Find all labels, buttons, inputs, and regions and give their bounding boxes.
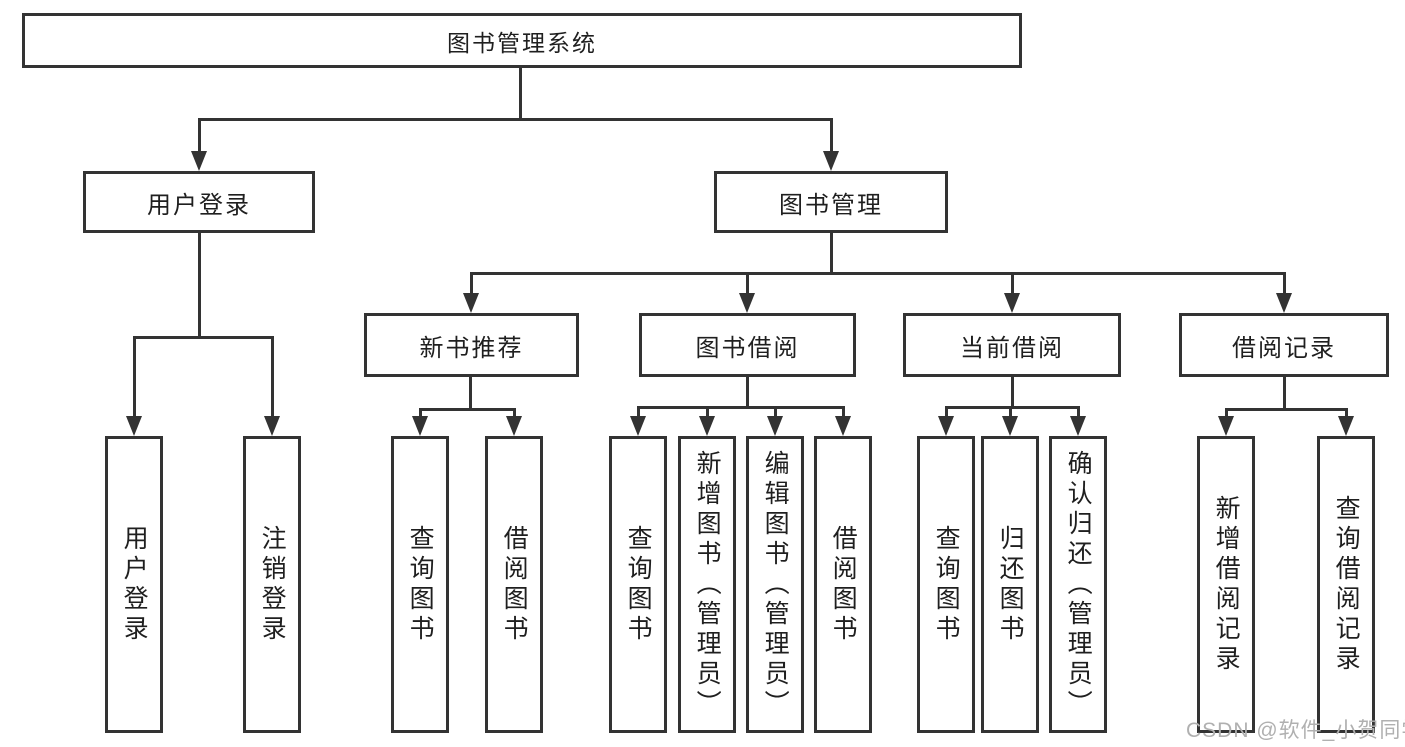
arrow-down-icon bbox=[264, 416, 280, 436]
node-label: 借阅图书 bbox=[829, 524, 858, 645]
node-label: 借阅图书 bbox=[500, 524, 529, 645]
connector-current-borrow-stem bbox=[1011, 377, 1014, 406]
arrow-down-icon bbox=[1004, 293, 1020, 313]
node-label: 注销登录 bbox=[258, 524, 287, 645]
node-label: 用户登录 bbox=[120, 524, 149, 645]
connector-borrow-record-split bbox=[1225, 408, 1348, 411]
connector-book-borrow-stem bbox=[746, 377, 749, 406]
connector-to-current-borrow bbox=[1011, 272, 1014, 296]
csdn-watermark: CSDN @软件_小贺同学 bbox=[1186, 719, 1405, 742]
node-label: 查询图书 bbox=[624, 524, 653, 645]
node-label: 用户登录 bbox=[147, 191, 251, 219]
leaf-logout: 注销登录 bbox=[243, 436, 301, 733]
arrow-down-icon bbox=[835, 416, 851, 436]
connector-new-book-stem bbox=[469, 377, 472, 408]
connector-to-leaf bbox=[706, 406, 709, 418]
connector-root-stem bbox=[519, 68, 522, 118]
connector-to-leaf bbox=[271, 336, 274, 418]
arrow-down-icon bbox=[126, 416, 142, 436]
arrow-down-icon bbox=[1276, 293, 1292, 313]
leaf-add-borrow-record: 新增借阅记录 bbox=[1197, 436, 1255, 733]
leaf-query-books-current: 查询图书 bbox=[917, 436, 975, 733]
arrow-down-icon bbox=[506, 416, 522, 436]
arrow-down-icon bbox=[1070, 416, 1086, 436]
connector-to-leaf bbox=[842, 406, 845, 418]
connector-book-management-split bbox=[470, 272, 1286, 275]
arrow-down-icon bbox=[412, 416, 428, 436]
arrow-down-icon bbox=[767, 416, 783, 436]
leaf-borrow-books-recommend: 借阅图书 bbox=[485, 436, 543, 733]
node-label: 当前借阅 bbox=[960, 334, 1064, 362]
node-user-login: 用户登录 bbox=[83, 171, 315, 233]
node-label: 新增借阅记录 bbox=[1212, 494, 1241, 675]
connector-book-borrow-split bbox=[637, 406, 845, 409]
connector-to-book-borrow bbox=[746, 272, 749, 296]
arrow-down-icon bbox=[823, 151, 839, 171]
connector-root-split bbox=[198, 118, 833, 121]
leaf-query-books-borrow: 查询图书 bbox=[609, 436, 667, 733]
connector-book-management-stem bbox=[830, 233, 833, 272]
arrow-down-icon bbox=[1218, 416, 1234, 436]
arrow-down-icon bbox=[739, 293, 755, 313]
node-borrow-record: 借阅记录 bbox=[1179, 313, 1389, 377]
connector-to-leaf bbox=[513, 408, 516, 418]
arrow-down-icon bbox=[630, 416, 646, 436]
node-label: 新书推荐 bbox=[419, 334, 524, 362]
node-label: 图书管理 bbox=[779, 191, 883, 219]
connector-to-leaf bbox=[419, 408, 422, 418]
leaf-borrow-books: 借阅图书 bbox=[814, 436, 872, 733]
connector-current-borrow-split bbox=[945, 406, 1080, 409]
node-label: 查询图书 bbox=[932, 524, 961, 645]
connector-to-leaf bbox=[133, 336, 136, 418]
connector-to-leaf bbox=[637, 406, 640, 418]
arrow-down-icon bbox=[938, 416, 954, 436]
connector-to-new-book bbox=[470, 272, 473, 296]
node-label: 图书借阅 bbox=[695, 334, 800, 362]
node-label: 查询图书 bbox=[406, 524, 435, 645]
leaf-query-borrow-record: 查询借阅记录 bbox=[1317, 436, 1375, 733]
leaf-edit-books-admin: 编辑图书（管理员） bbox=[746, 436, 804, 733]
connector-borrow-record-stem bbox=[1283, 377, 1286, 408]
arrow-down-icon bbox=[1338, 416, 1354, 436]
connector-to-leaf bbox=[1009, 406, 1012, 418]
node-label: 图书管理系统 bbox=[447, 29, 597, 56]
connector-new-book-split bbox=[419, 408, 516, 411]
node-label: 确认归还（管理员） bbox=[1064, 449, 1093, 720]
connector-user-login-split bbox=[133, 336, 274, 339]
node-book-management: 图书管理 bbox=[714, 171, 948, 233]
arrow-down-icon bbox=[699, 416, 715, 436]
node-label: 新增图书（管理员） bbox=[693, 449, 722, 720]
arrow-down-icon bbox=[1002, 416, 1018, 436]
node-label: 归还图书 bbox=[996, 524, 1025, 645]
connector-to-book-management bbox=[830, 118, 833, 154]
leaf-return-books: 归还图书 bbox=[981, 436, 1039, 733]
connector-to-leaf bbox=[774, 406, 777, 418]
connector-to-leaf bbox=[945, 406, 948, 418]
leaf-confirm-return-admin: 确认归还（管理员） bbox=[1049, 436, 1107, 733]
node-label: 查询借阅记录 bbox=[1332, 494, 1361, 675]
node-label: 编辑图书（管理员） bbox=[761, 449, 790, 720]
connector-to-leaf bbox=[1077, 406, 1080, 418]
node-current-borrow: 当前借阅 bbox=[903, 313, 1121, 377]
connector-to-user-login bbox=[198, 118, 201, 154]
connector-to-leaf bbox=[1345, 408, 1348, 418]
node-library-management-system: 图书管理系统 bbox=[22, 13, 1022, 68]
leaf-user-login: 用户登录 bbox=[105, 436, 163, 733]
node-label: 借阅记录 bbox=[1232, 334, 1336, 362]
arrow-down-icon bbox=[463, 293, 479, 313]
node-book-borrow: 图书借阅 bbox=[639, 313, 856, 377]
arrow-down-icon bbox=[191, 151, 207, 171]
connector-user-login-stem bbox=[198, 233, 201, 336]
connector-to-borrow-record bbox=[1283, 272, 1286, 296]
leaf-add-books-admin: 新增图书（管理员） bbox=[678, 436, 736, 733]
leaf-query-books-recommend: 查询图书 bbox=[391, 436, 449, 733]
connector-to-leaf bbox=[1225, 408, 1228, 418]
node-new-book-recommend: 新书推荐 bbox=[364, 313, 579, 377]
